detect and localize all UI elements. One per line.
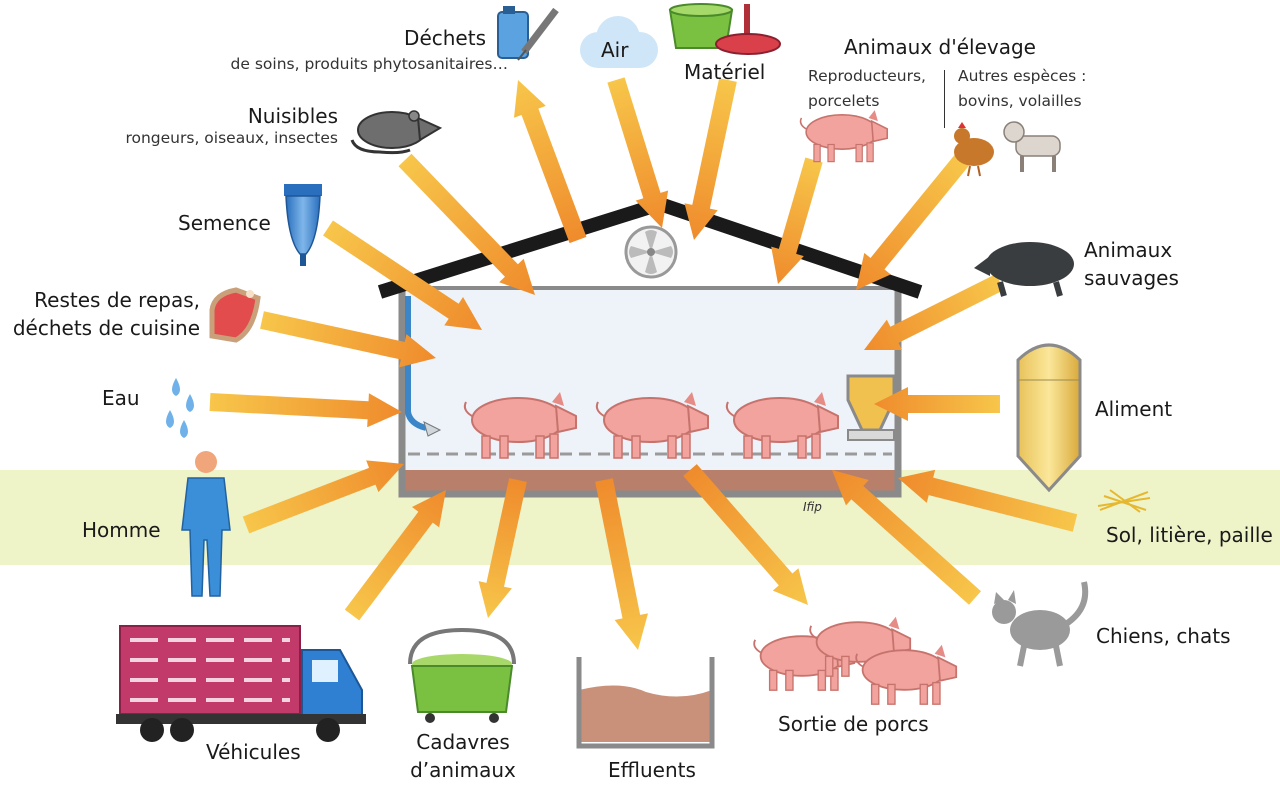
arrow-sol: [897, 469, 1078, 532]
barn-pigs: [463, 392, 839, 459]
pig-elevage: [799, 110, 889, 163]
label-aliment: Aliment: [1095, 397, 1173, 421]
arrow-homme: [242, 460, 404, 534]
credit-ifip: Ifip: [803, 500, 822, 514]
arrow-vehicules: [344, 490, 446, 621]
arrow-eau: [209, 393, 402, 428]
label-dechets-sub: de soins, produits phytosanitaires…: [230, 55, 508, 73]
water-drops-icon: [166, 378, 194, 438]
label-elevage-right-1: Autres espèces :: [958, 67, 1087, 85]
pig-barn: [377, 196, 923, 498]
arrow-semence: [323, 220, 483, 331]
arrow-sortie: [683, 464, 808, 605]
label-effluents: Effluents: [608, 758, 696, 782]
arrow-nuisibles: [398, 153, 536, 296]
label-eau: Eau: [102, 386, 140, 410]
label-elevage-left-2: porcelets: [808, 92, 880, 110]
pig-icon: [799, 110, 889, 163]
slurry-pit: [402, 470, 898, 494]
arrow-chiens: [832, 470, 982, 605]
pig-inside-1: [463, 392, 577, 459]
exit-pigs: [753, 616, 958, 705]
label-restes-1: Restes de repas,: [34, 288, 200, 312]
person-icon: [181, 451, 231, 597]
label-semence: Semence: [178, 211, 271, 235]
arrow-pig-elevage: [771, 157, 823, 284]
feed-silo-icon: [1016, 343, 1082, 493]
arrow-air: [607, 77, 669, 229]
arrow-materiel: [684, 78, 737, 241]
barn-walls: [398, 288, 902, 498]
meat-icon: [209, 287, 261, 343]
cat-icon: [992, 581, 1089, 667]
effluent-pit-icon: [576, 657, 715, 749]
label-nuisibles: Nuisibles: [247, 104, 338, 128]
label-animaux-sauvages-1: Animaux: [1084, 238, 1173, 262]
label-restes-2: déchets de cuisine: [12, 316, 200, 340]
arrow-restes: [260, 311, 436, 368]
air-cloud-icon: [580, 16, 658, 68]
label-sol-litiere-paille: Sol, litière, paille: [1106, 523, 1273, 547]
wild-boar-icon: [974, 242, 1074, 297]
label-animaux-sauvages-2: sauvages: [1084, 266, 1179, 290]
label-cadavres-2: d’animaux: [410, 758, 516, 782]
label-sortie-de-porcs: Sortie de porcs: [778, 712, 929, 736]
chicken-icon: [954, 122, 994, 177]
straw-icon: [1097, 489, 1151, 513]
water-pipe: [405, 296, 427, 431]
carcass-bin-icon: [408, 627, 516, 723]
arrow-sauvages: [863, 273, 1005, 351]
label-animaux-elevage: Animaux d'élevage: [844, 35, 1036, 59]
syringe-bottle-icon: [497, 6, 559, 61]
feeder-icon: [846, 374, 896, 441]
arrow-dechets: [514, 80, 587, 244]
label-homme: Homme: [82, 518, 161, 542]
barn-interior: [402, 288, 898, 494]
arrow-effluents: [595, 478, 649, 651]
pig-exit-3: [855, 644, 958, 705]
label-chiens-chats: Chiens, chats: [1096, 624, 1231, 648]
rat-icon: [350, 110, 443, 155]
bucket-icon: [668, 3, 781, 55]
label-elevage-right-2: bovins, volailles: [958, 92, 1082, 110]
label-cadavres-1: Cadavres: [416, 730, 510, 754]
calf-icon: [1003, 121, 1061, 172]
arrows: [209, 77, 1078, 651]
truck-icon: [116, 625, 366, 742]
fan-icon: [624, 225, 678, 279]
label-elevage-left-1: Reproducteurs,: [808, 67, 926, 85]
label-nuisibles-sub: rongeurs, oiseaux, insectes: [125, 129, 338, 147]
pig-inside-3: [725, 392, 839, 459]
label-materiel: Matériel: [684, 60, 766, 84]
label-dechets: Déchets: [404, 26, 486, 50]
label-vehicules: Véhicules: [206, 740, 301, 764]
arrow-autres-especes: [855, 154, 969, 291]
pig-inside-2: [595, 392, 709, 459]
elevage-divider: [944, 70, 945, 128]
arrow-cadavres: [478, 478, 527, 618]
semen-bag-icon: [284, 184, 322, 266]
arrow-aliment: [874, 387, 1000, 421]
label-air: Air: [601, 38, 629, 62]
